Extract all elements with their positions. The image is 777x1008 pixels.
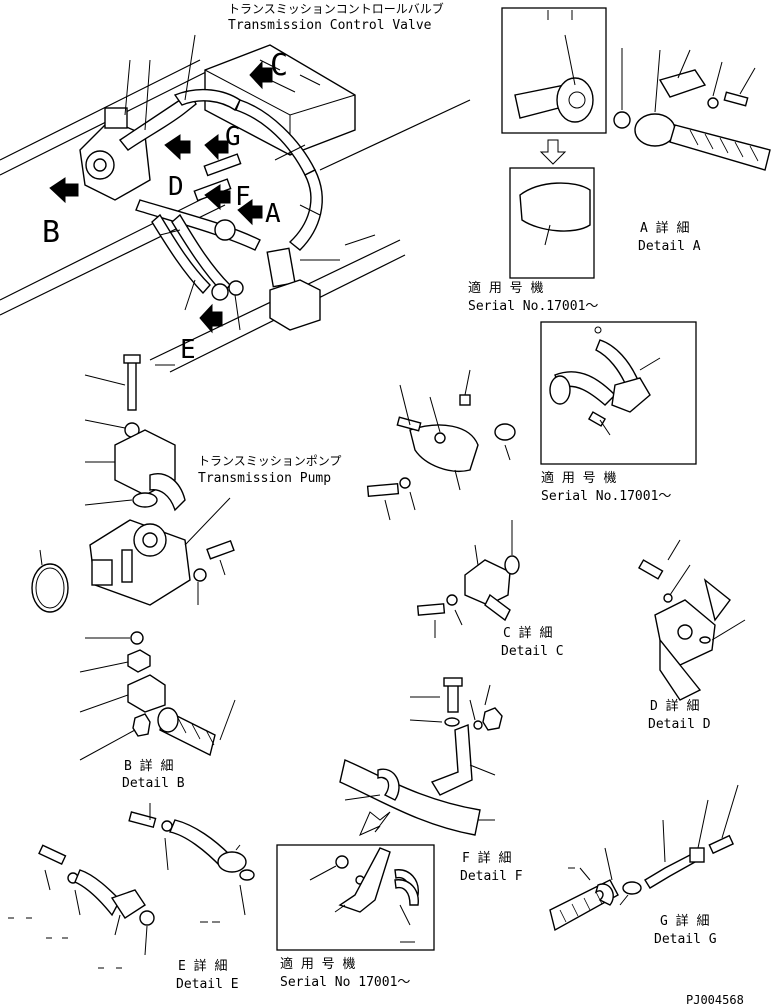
view-letter-c: C [270,48,288,83]
detail-f-title-jp: F 詳 細 [462,850,511,866]
detail-f: F 詳 細 Detail F 適 用 号 機 Serial No 17001～ [276,677,523,990]
detail-f-serial-jp: 適 用 号 機 [280,956,355,972]
detail-a-title-jp: A 詳 細 [640,220,689,236]
detail-a-inner-box [509,167,595,279]
detail-a-title-en: Detail A [638,239,701,254]
detail-c-title-jp: C 詳 細 [503,625,552,641]
part-code: PJ004568 [686,993,744,1007]
detail-e-title-jp: E 詳 細 [178,958,227,974]
detail-c-title-en: Detail C [501,644,564,659]
pump-label-en: Transmission Pump [198,471,331,486]
detail-c-serial-en: Serial No.17001～ [541,489,671,504]
detail-g: G 詳 細 Detail G [549,784,739,947]
view-letter-a: A [265,199,281,229]
main-assembly: C G D F A B E トランスミッションコントロールバルブ Transmi… [0,1,471,373]
detail-d-title-jp: D 詳 細 [650,698,699,714]
detail-b-title-jp: B 詳 細 [124,758,173,774]
detail-a: A 詳 細 Detail A 適 用 号 機 Serial No.17001～ [468,7,771,314]
view-letter-g: G [225,122,241,152]
control-valve-label-jp: トランスミッションコントロールバルブ [228,1,444,16]
view-letter-b: B [42,215,60,250]
detail-g-title-en: Detail G [654,932,717,947]
detail-g-title-jp: G 詳 細 [660,913,709,929]
detail-f-title-en: Detail F [460,869,523,884]
detail-c-serial-jp: 適 用 号 機 [541,470,616,486]
detail-b-title-en: Detail B [122,776,185,791]
view-letter-f: F [235,182,251,212]
detail-d-title-en: Detail D [648,717,711,732]
detail-a-serial-box [501,7,607,134]
detail-a-serial-jp: 適 用 号 機 [468,280,543,296]
detail-c-serial-box [540,321,697,465]
pump-label-jp: トランスミッションポンプ [198,454,341,468]
detail-e: E 詳 細 Detail E [8,803,255,992]
control-valve-label-en: Transmission Control Valve [228,18,432,33]
detail-c: C 詳 細 Detail C 適 用 号 機 Serial No.17001～ [366,321,697,659]
view-letter-e: E [180,335,196,365]
detail-f-serial-en: Serial No 17001～ [280,975,410,990]
view-letter-d: D [168,172,184,202]
detail-b: トランスミッションポンプ Transmission Pump B 詳 細 Det… [31,354,341,791]
detail-e-title-en: Detail E [176,977,239,992]
detail-d: D 詳 細 Detail D [638,539,746,732]
detail-f-serial-box [276,844,435,951]
detail-a-serial-en: Serial No.17001～ [468,299,598,314]
